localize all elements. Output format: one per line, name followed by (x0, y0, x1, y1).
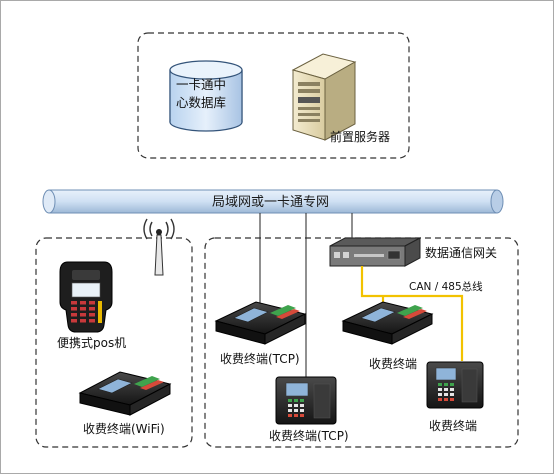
terminal-tcp-2-label: 收费终端(TCP) (269, 428, 349, 443)
can-bus-label: CAN / 485总线 (409, 280, 483, 293)
portable-pos-label: 便携式pos机 (57, 335, 126, 350)
database-label-line1: 一卡通中 (176, 77, 226, 92)
network-bus-label: 局域网或一卡通专网 (212, 195, 329, 210)
terminal-tcp-2-icon (275, 376, 337, 425)
server-zone (137, 32, 410, 159)
network-bus (42, 189, 504, 214)
terminal-can-2-label: 收费终端 (429, 418, 477, 433)
portable-pos-icon (59, 261, 113, 333)
terminal-wifi-label: 收费终端(WiFi) (83, 421, 165, 436)
can-bus-line (360, 266, 464, 361)
gateway-label: 数据通信网关 (425, 245, 497, 260)
terminal-tcp-1-label: 收费终端(TCP) (220, 351, 300, 366)
gateway-device-icon (329, 237, 421, 267)
terminal-can-1-label: 收费终端 (369, 356, 417, 371)
terminal-can-1-icon (341, 301, 434, 345)
server-label: 前置服务器 (330, 129, 390, 144)
database-icon (169, 60, 243, 132)
terminal-can-2-icon (426, 361, 484, 409)
wireless-zone (35, 237, 193, 448)
terminal-wifi-icon (78, 371, 172, 416)
server-icon (291, 53, 357, 141)
database-label-line2: 心数据库 (176, 95, 226, 110)
wired-zone (204, 237, 519, 448)
terminal-tcp-1-icon (214, 301, 307, 345)
antenna-icon (143, 218, 175, 276)
